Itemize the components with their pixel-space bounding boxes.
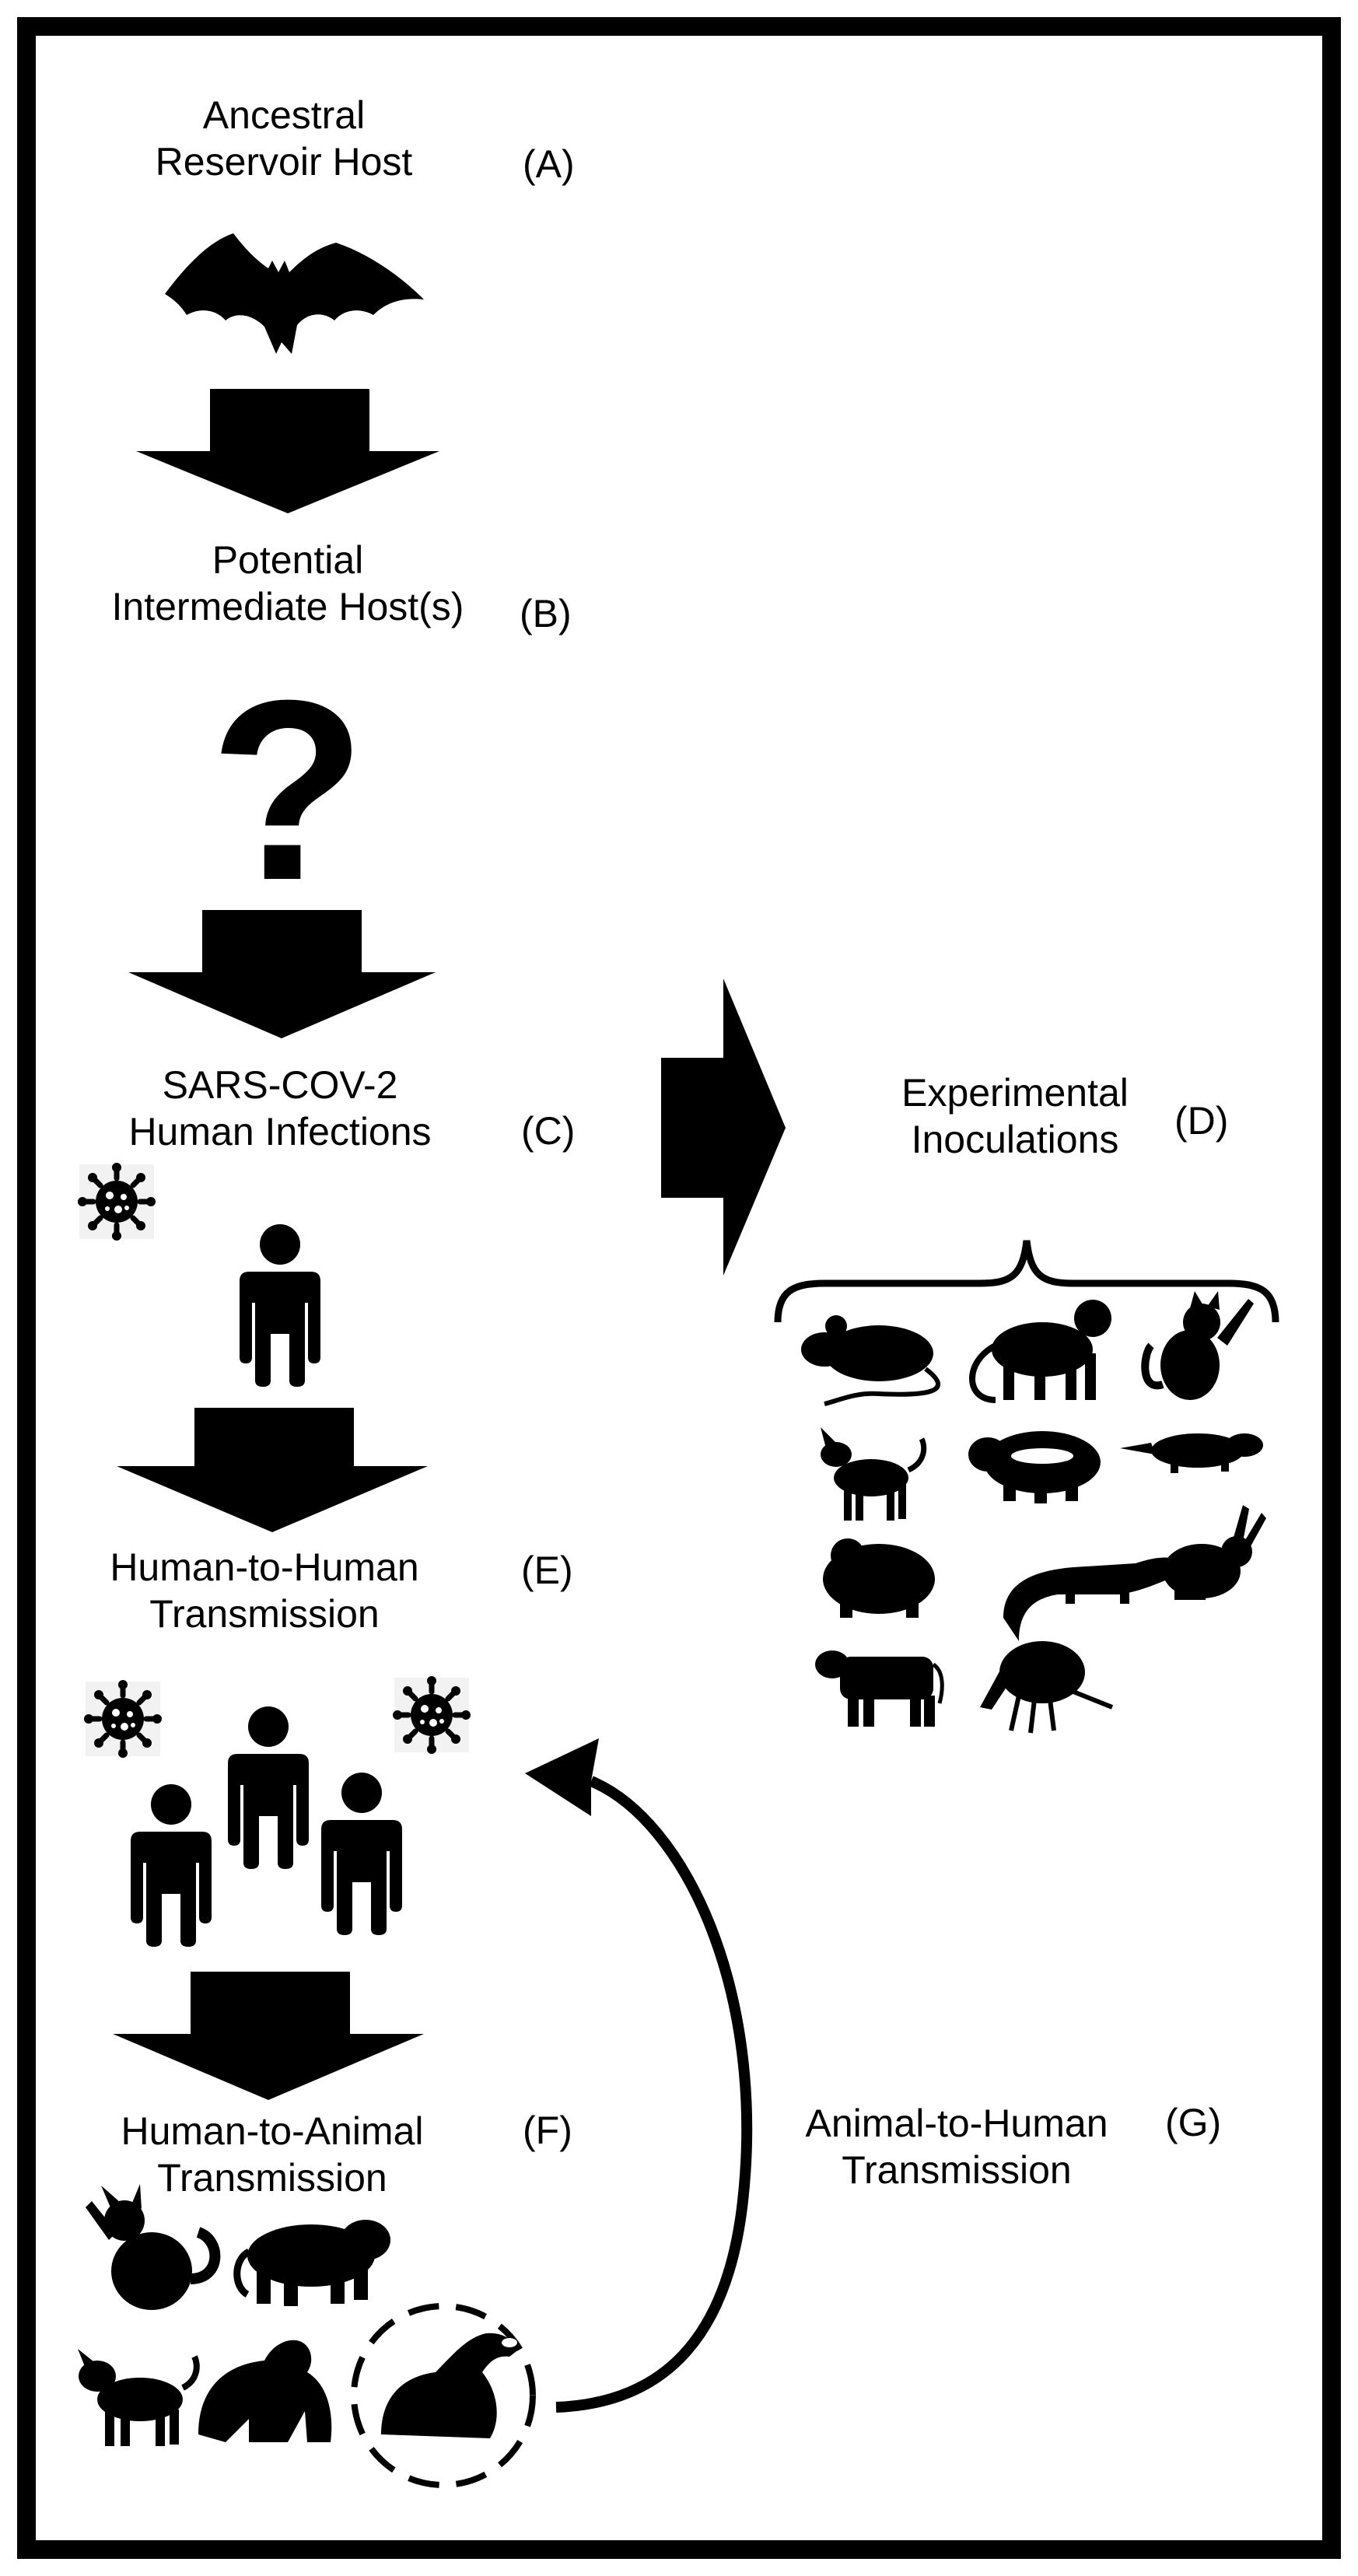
tag-d: (D) bbox=[1174, 1099, 1229, 1143]
guinea-pig-icon bbox=[823, 1538, 935, 1618]
cat-icon bbox=[1141, 1291, 1254, 1400]
raccoon-dog-icon bbox=[968, 1431, 1101, 1503]
virus-icon bbox=[393, 1676, 471, 1754]
gorilla-icon bbox=[198, 2340, 332, 2442]
label-human-to-human: Human-to-Human Transmission bbox=[47, 1544, 482, 1637]
curly-brace bbox=[774, 1240, 1279, 1323]
arrow-g-return bbox=[525, 1738, 753, 2413]
rabbit-icon bbox=[1163, 1505, 1266, 1600]
label-animal-to-human: Animal-to-Human Transmission bbox=[762, 2100, 1151, 2193]
ferret-icon bbox=[1003, 1557, 1186, 1641]
mink-highlight-circle bbox=[351, 2303, 536, 2488]
shrew-icon bbox=[980, 1641, 1114, 1734]
label-human-infections-line2: Human Infections bbox=[128, 1110, 432, 1153]
arrow-a-to-b bbox=[136, 389, 439, 513]
arrow-e-to-f bbox=[113, 1972, 424, 2100]
tag-f: (F) bbox=[523, 2109, 572, 2152]
tag-g: (G) bbox=[1165, 2101, 1222, 2144]
mink-icon bbox=[381, 2333, 520, 2438]
label-human-infections: SARS-COV-2 Human Infections bbox=[78, 1062, 482, 1155]
label-reservoir-host: Ancestral Reservoir Host bbox=[148, 92, 420, 185]
label-human-to-animal: Human-to-Animal Transmission bbox=[62, 2108, 482, 2201]
mouse-icon bbox=[801, 1315, 940, 1406]
dog-icon bbox=[78, 2349, 200, 2446]
label-human-infections-line1: SARS-COV-2 bbox=[162, 1063, 398, 1107]
label-human-to-animal-line1: Human-to-Animal bbox=[121, 2109, 424, 2153]
label-experimental-inoculations-line2: Inoculations bbox=[911, 1118, 1119, 1161]
question-mark-glyph: ? bbox=[209, 646, 366, 933]
tag-a: (A) bbox=[523, 142, 575, 186]
label-reservoir-host-line2: Reservoir Host bbox=[155, 140, 413, 184]
person-icon bbox=[321, 1773, 402, 1935]
tag-e: (E) bbox=[521, 1549, 573, 1592]
label-intermediate-host: Potential Intermediate Host(s) bbox=[70, 537, 506, 630]
arrow-b-to-c bbox=[128, 910, 436, 1038]
tag-c: (C) bbox=[521, 1109, 576, 1153]
dog-icon bbox=[821, 1427, 927, 1521]
arrow-c-to-d bbox=[661, 978, 786, 1276]
tag-b: (B) bbox=[520, 592, 572, 635]
cow-icon bbox=[815, 1650, 944, 1727]
label-experimental-inoculations: Experimental Inoculations bbox=[844, 1069, 1186, 1163]
monkey-icon bbox=[969, 1300, 1111, 1403]
label-reservoir-host-line1: Ancestral bbox=[202, 93, 366, 137]
cat-icon bbox=[86, 2184, 221, 2310]
label-human-to-human-line1: Human-to-Human bbox=[110, 1545, 419, 1589]
label-animal-to-human-line1: Animal-to-Human bbox=[805, 2102, 1108, 2145]
arrow-c-to-e bbox=[117, 1408, 428, 1532]
bat-icon bbox=[165, 233, 424, 354]
label-animal-to-human-line2: Transmission bbox=[842, 2148, 1072, 2192]
label-intermediate-host-line1: Potential bbox=[212, 538, 364, 582]
label-human-to-animal-line2: Transmission bbox=[157, 2156, 387, 2200]
person-icon bbox=[240, 1224, 320, 1387]
person-icon bbox=[131, 1784, 212, 1947]
hamster-icon bbox=[1120, 1433, 1263, 1473]
person-icon bbox=[228, 1706, 309, 1869]
tiger-icon bbox=[233, 2220, 390, 2306]
label-human-to-human-line2: Transmission bbox=[149, 1592, 380, 1636]
virus-icon bbox=[84, 1680, 162, 1758]
label-experimental-inoculations-line1: Experimental bbox=[901, 1071, 1129, 1115]
virus-icon bbox=[78, 1163, 156, 1241]
label-intermediate-host-line2: Intermediate Host(s) bbox=[111, 585, 464, 628]
